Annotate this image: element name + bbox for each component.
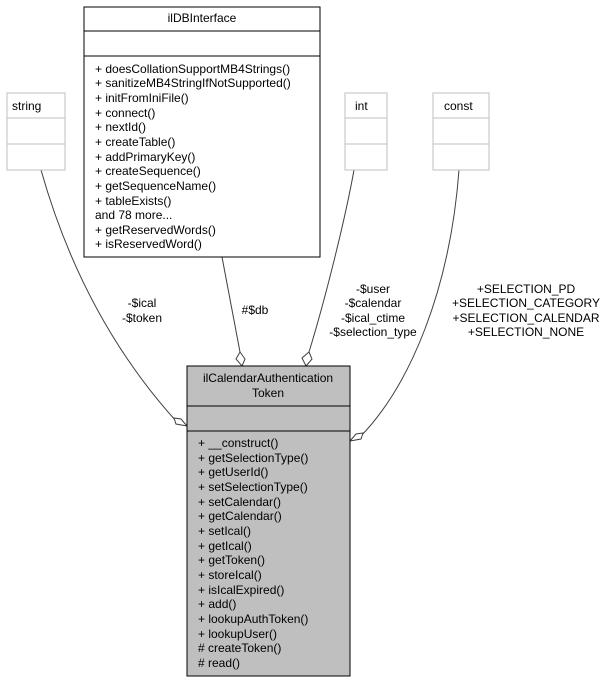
main-method: + __construct() [198,436,278,450]
class-name-const: const [444,99,473,113]
edge-label-selection-calendar: +SELECTION_CALENDAR [452,311,599,325]
main-method: # read() [198,656,240,670]
main-method: + setIcal() [198,524,251,538]
edge-label-db: #$db [242,303,269,317]
main-method: + setSelectionType() [198,480,308,494]
edge-const [348,169,460,442]
ildb-more-methods: and 78 more... [95,208,172,222]
diamond-string [173,417,189,427]
diamond-int [301,351,313,367]
edge-label-selection-pd: +SELECTION_PD [477,282,576,296]
main-method: # createToken() [198,641,281,655]
ildb-method: + addPrimaryKey() [95,150,195,164]
ildb-method: + isReservedWord() [95,237,202,251]
edge-label-ical-ctime: -$ical_ctime [341,311,405,325]
class-box-const: const [432,92,490,171]
class-name-ildbinterface: ilDBInterface [168,11,237,25]
main-method: + getIcal() [198,539,252,553]
edge-label-user: -$user [356,282,390,296]
ildb-method: + getSequenceName() [95,179,216,193]
main-method: + add() [198,597,236,611]
ildb-method: + nextId() [95,120,146,134]
ildb-method: + initFromIniFile() [95,91,189,105]
ildb-method: + connect() [95,106,155,120]
ildb-method-list: + doesCollationSupportMB4Strings() + san… [95,62,291,251]
main-method: + getUserId() [198,465,268,479]
ildb-method: + doesCollationSupportMB4Strings() [95,62,290,76]
edge-label-ical: -$ical [128,296,157,310]
main-method: + lookupAuthToken() [198,612,308,626]
edge-label-selection-type: -$selection_type [329,325,417,339]
ildb-method: + tableExists() [95,194,171,208]
edge-label-token: -$token [122,311,162,325]
main-method: + setCalendar() [198,495,281,509]
main-method: + getToken() [198,553,265,567]
main-method: + lookupUser() [198,627,277,641]
edge-label-const: +SELECTION_PD +SELECTION_CATEGORY +SELEC… [452,282,600,339]
class-box-ilcalendarauthenticationtoken: ilCalendarAuthentication Token + __const… [186,365,351,677]
edge-label-string: -$ical -$token [122,296,162,325]
ildb-method: + getReservedWords() [95,223,216,237]
diamond-const [348,432,364,442]
main-method: + isIcalExpired() [198,583,284,597]
class-box-string: string [6,92,66,171]
edge-label-selection-category: +SELECTION_CATEGORY [452,296,600,310]
edge-label-calendar: -$calendar [345,296,402,310]
ildb-method: + sanitizeMB4StringIfNotSupported() [95,76,291,90]
diamond-ildb [235,351,246,367]
edge-label-ildb: #$db [242,303,269,317]
main-method: + getSelectionType() [198,451,308,465]
edge-label-selection-none: +SELECTION_NONE [468,325,584,339]
edge-string [40,169,189,427]
main-method: + getCalendar() [198,509,282,523]
edge-label-int: -$user -$calendar -$ical_ctime -$selecti… [329,282,417,339]
main-method-list: + __construct() + getSelectionType() + g… [198,436,308,670]
class-name-int: int [355,99,368,113]
edge-ildb [221,256,246,367]
ildb-method: + createTable() [95,135,175,149]
class-name-line-2: Token [252,386,284,400]
class-box-ildbinterface: ilDBInterface + doesCollationSupportMB4S… [83,6,321,258]
class-box-int: int [344,92,388,171]
class-name-string: string [12,99,41,113]
main-method: + storeIcal() [198,568,262,582]
class-name-line-1: ilCalendarAuthentication [203,371,333,385]
ildb-method: + createSequence() [95,164,201,178]
edge-int [301,169,355,367]
